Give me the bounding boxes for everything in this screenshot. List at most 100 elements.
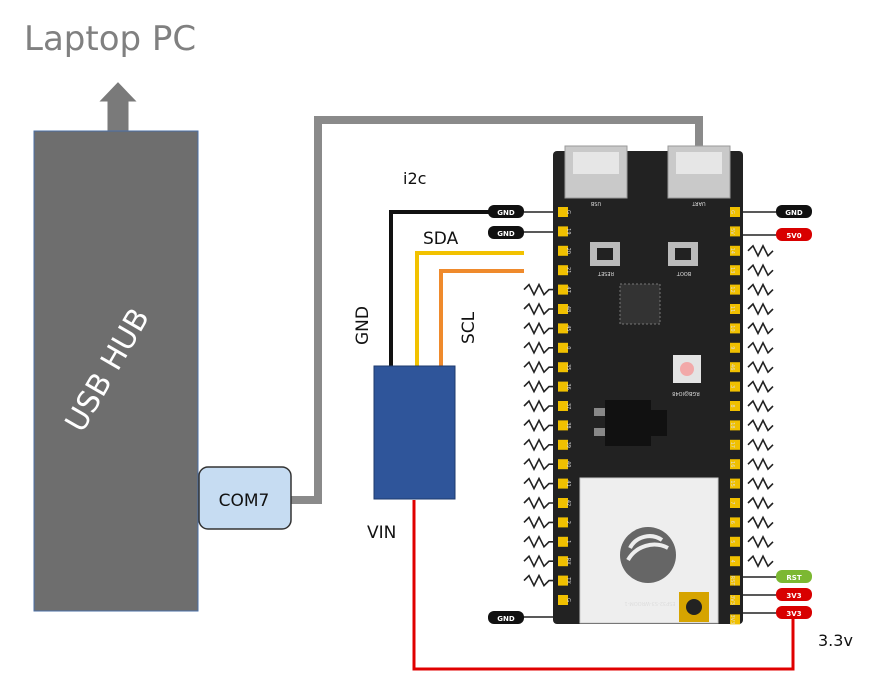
pin-wire-left [523,399,556,413]
pin-pad-left [558,595,568,605]
reset-label: RESET [597,270,614,276]
pin-label-right: 15 [729,480,735,486]
gnd-tag-left-bottom: GND [488,611,524,624]
usb-hub [33,130,199,612]
pin-pad-right [730,323,740,334]
scl-wire [439,269,524,368]
pin-wire-right [747,457,774,471]
pin-label-right: 14 [729,248,735,254]
pin-wire-left [523,476,556,491]
svg-text:3V3: 3V3 [786,610,801,618]
com-port-box [198,466,292,530]
sensor-module [373,365,456,500]
pin-pad-left [558,420,568,431]
i2c-label: i2c [403,169,426,188]
pin-label-right: 10 [729,325,735,331]
pin-wire-right [747,535,774,549]
usb-port-label: USB [590,200,601,206]
gnd-label: GND [353,306,373,345]
3v3-tag-right-b: 3V3 [776,606,812,619]
pin-pad-left [558,245,568,256]
pin-wire-right [747,554,774,568]
vin-label: VIN [367,523,396,543]
pin-label-left: 48 [565,306,571,312]
usb-chip [619,283,661,325]
pin-wire-right [747,496,774,510]
pin-label-right: 7 [729,501,735,504]
pin-wire-left [523,554,556,568]
laptop-title: Laptop PC [24,19,196,59]
pin-wire-left [523,341,556,355]
pin-label-left: 35 [565,364,571,370]
pin-pad-left [558,362,568,373]
pin-pad-right [730,381,740,392]
pin-label-left: 21 [565,267,571,273]
pin-pad-left [558,381,568,392]
pin-pad-left [558,439,568,450]
pin-label-right: 11 [729,306,735,312]
pin-wire-right [747,341,774,355]
pin-label-left: 41 [565,480,571,486]
pin-wire-left [523,282,556,297]
pin-label-right: 12 [729,286,735,292]
gnd-wire [389,210,492,368]
pin-pad-right [730,459,740,470]
pin-label-right: RST [729,576,735,587]
pin-pad-right [730,439,740,450]
pin-pad-right [730,420,740,431]
pin-wire-right [747,476,774,491]
svg-text:GND: GND [785,209,803,217]
rst-tag-right: RST [776,570,812,583]
pin-label-left: 42 [565,500,571,506]
pin-wire-right [747,418,774,433]
pin-wire-right [747,399,774,413]
pin-pad-left [558,304,568,314]
pin-label-left: 0 [565,346,571,349]
pin-pad-right [730,284,740,295]
scl-label: SCL [459,311,479,344]
pin-label-left: 20 [565,248,571,254]
pin-label-left: TX [565,576,571,584]
pin-pad-left [558,323,568,334]
pin-label-left: 39 [565,442,571,448]
pin-pad-right [730,362,740,373]
pin-pad-right [730,265,740,276]
svg-text:3V3: 3V3 [786,592,801,600]
pin-pad-left [558,498,568,508]
pin-pad-right [730,517,740,528]
pin-pad-left [558,265,568,276]
pin-pad-right [730,226,740,237]
pin-label-left: 40 [565,461,571,467]
pin-wire-left [523,496,556,510]
uart-port-label: UART [691,200,705,206]
pin-label-right: 4 [729,560,735,563]
pin-pad-right [730,575,740,586]
pin-label-right: 9 [729,346,735,349]
com-port-label: COM7 [219,491,270,511]
gnd-tag-left-second: GND [488,226,524,239]
vin-wire [412,500,795,671]
pin-label-right: 17 [729,442,735,448]
pin-label-right: 18 [729,422,735,428]
pin-label-right: 5 [729,540,735,543]
pin-pad-right [730,207,740,217]
pin-pad-left [558,226,568,237]
pin-pad-right [730,304,740,314]
pin-label-left: 2 [565,521,571,524]
usb-cable [290,116,703,504]
pin-pad-left [558,459,568,470]
pin-pad-right [730,498,740,508]
pin-pad-left [558,478,568,489]
pin-pad-left [558,575,568,586]
pin-wire-left [523,379,556,394]
pin-label-left: G [565,598,571,602]
svg-text:GND: GND [497,615,515,623]
pin-label-right: 16 [729,461,735,467]
esp32-board: USB UART RESET BOOT RGB@IO48 ESP32-S3-WR… [553,145,743,624]
pin-pad-left [558,401,568,411]
pin-label-left: 36 [565,383,571,389]
pin-wire-right [747,244,774,258]
pin-pad-left [558,207,568,217]
board-pins: G1920214748450353637383940414221RXTXGG5V… [523,207,776,625]
